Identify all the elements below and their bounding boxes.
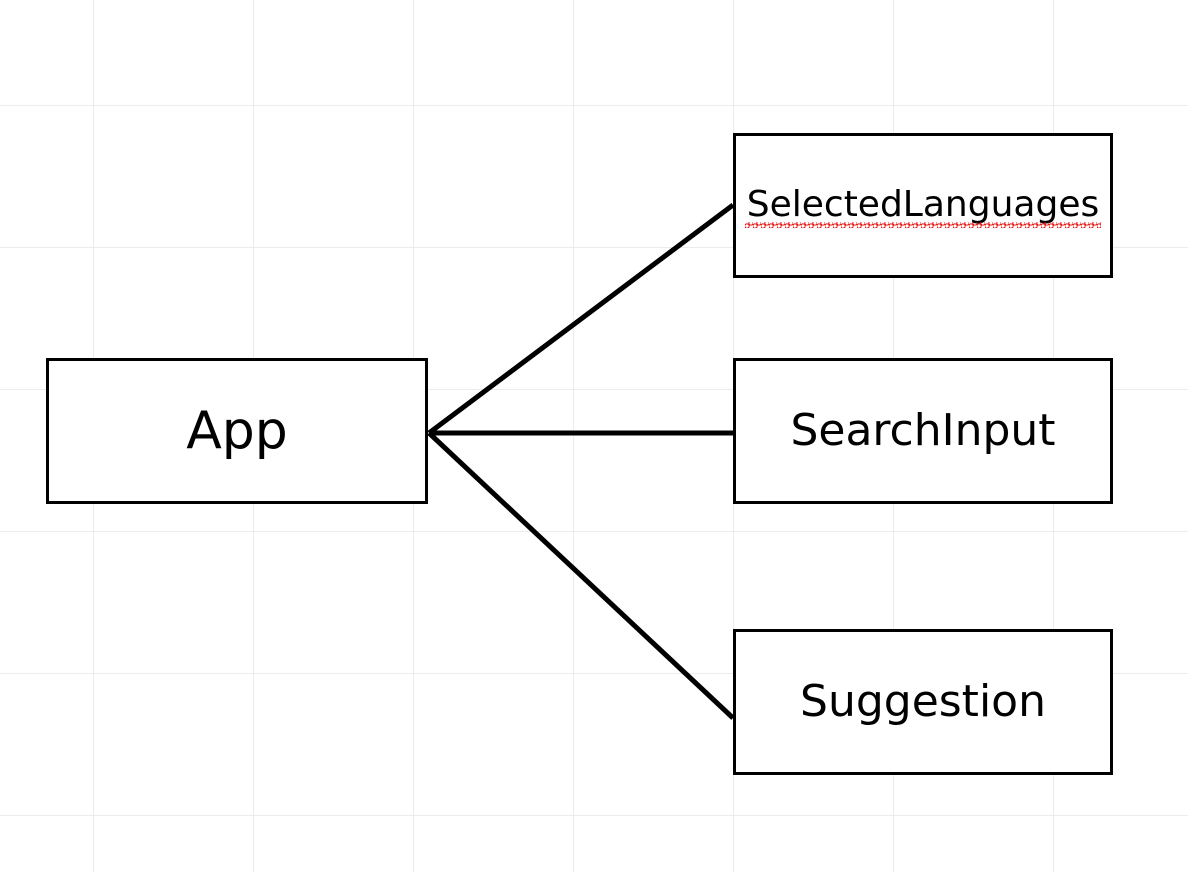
node-searchinput[interactable]: SearchInput <box>733 358 1113 504</box>
node-searchinput-label: SearchInput <box>790 405 1056 456</box>
edge-app-to-suggestion <box>427 431 735 720</box>
node-app[interactable]: App <box>46 358 428 504</box>
node-app-label: App <box>186 401 288 461</box>
node-selectedlanguages[interactable]: SelectedLanguages <box>733 133 1113 278</box>
node-suggestion[interactable]: Suggestion <box>733 629 1113 775</box>
node-suggestion-label: Suggestion <box>800 676 1046 727</box>
edge-app-to-selectedlanguages <box>427 203 735 435</box>
node-selectedlanguages-label: SelectedLanguages <box>744 183 1102 228</box>
